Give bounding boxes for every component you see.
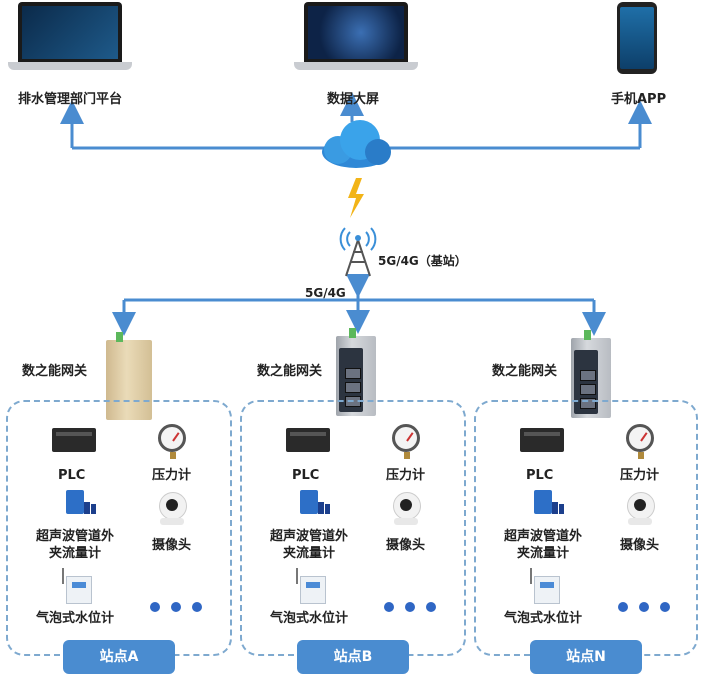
plc-label: PLC (58, 468, 86, 483)
level-label: 气泡式水位计 (36, 611, 115, 626)
more-devices-dots (618, 602, 670, 612)
mobile-app-label: 手机APP (611, 92, 667, 107)
big-screen-laptop (294, 2, 418, 72)
level-meter-icon (524, 568, 560, 604)
pressure-gauge-icon (392, 424, 420, 459)
flowmeter-icon (62, 490, 96, 516)
mobile-phone (617, 2, 657, 74)
station-b-button[interactable]: 站点B (297, 640, 409, 674)
camera-icon (390, 492, 422, 526)
gateway-n (571, 330, 611, 418)
level-meter-icon (56, 568, 92, 604)
link-label: 5G/4G (305, 286, 346, 300)
platform-label: 排水管理部门平台 (18, 92, 123, 107)
big-screen-label: 数据大屏 (327, 92, 380, 107)
lightning-icon (348, 178, 364, 218)
camera-label: 摄像头 (386, 538, 426, 553)
camera-label: 摄像头 (620, 538, 660, 553)
flowmeter-icon (530, 490, 564, 516)
station-n-button[interactable]: 站点N (530, 640, 642, 674)
plc-label: PLC (292, 468, 320, 483)
pressure-label: 压力计 (386, 468, 426, 483)
camera-label: 摄像头 (152, 538, 192, 553)
pressure-label: 压力计 (152, 468, 192, 483)
base-station-label: 5G/4G（基站） (378, 254, 467, 268)
level-label: 气泡式水位计 (270, 611, 349, 626)
platform-laptop (8, 2, 132, 72)
more-devices-dots (150, 602, 202, 612)
plc-icon (520, 428, 564, 452)
camera-icon (156, 492, 188, 526)
plc-icon (286, 428, 330, 452)
gateway-a (106, 332, 152, 420)
cell-tower-icon (339, 227, 377, 277)
flowmeter-icon (296, 490, 330, 516)
pressure-gauge-icon (626, 424, 654, 459)
station-a-button[interactable]: 站点A (63, 640, 175, 674)
plc-label: PLC (526, 468, 554, 483)
flowmeter-label: 超声波管道外 夹流量计 (36, 529, 115, 561)
flowmeter-label: 超声波管道外 夹流量计 (504, 529, 583, 561)
level-label: 气泡式水位计 (504, 611, 583, 626)
level-meter-icon (290, 568, 326, 604)
gateway-n-label: 数之能网关 (492, 364, 558, 379)
gateway-b-label: 数之能网关 (257, 364, 323, 379)
cloud-icon (322, 120, 391, 168)
flowmeter-label: 超声波管道外 夹流量计 (270, 529, 349, 561)
pressure-label: 压力计 (620, 468, 660, 483)
gateway-a-label: 数之能网关 (22, 364, 88, 379)
pressure-gauge-icon (158, 424, 186, 459)
camera-icon (624, 492, 656, 526)
more-devices-dots (384, 602, 436, 612)
plc-icon (52, 428, 96, 452)
